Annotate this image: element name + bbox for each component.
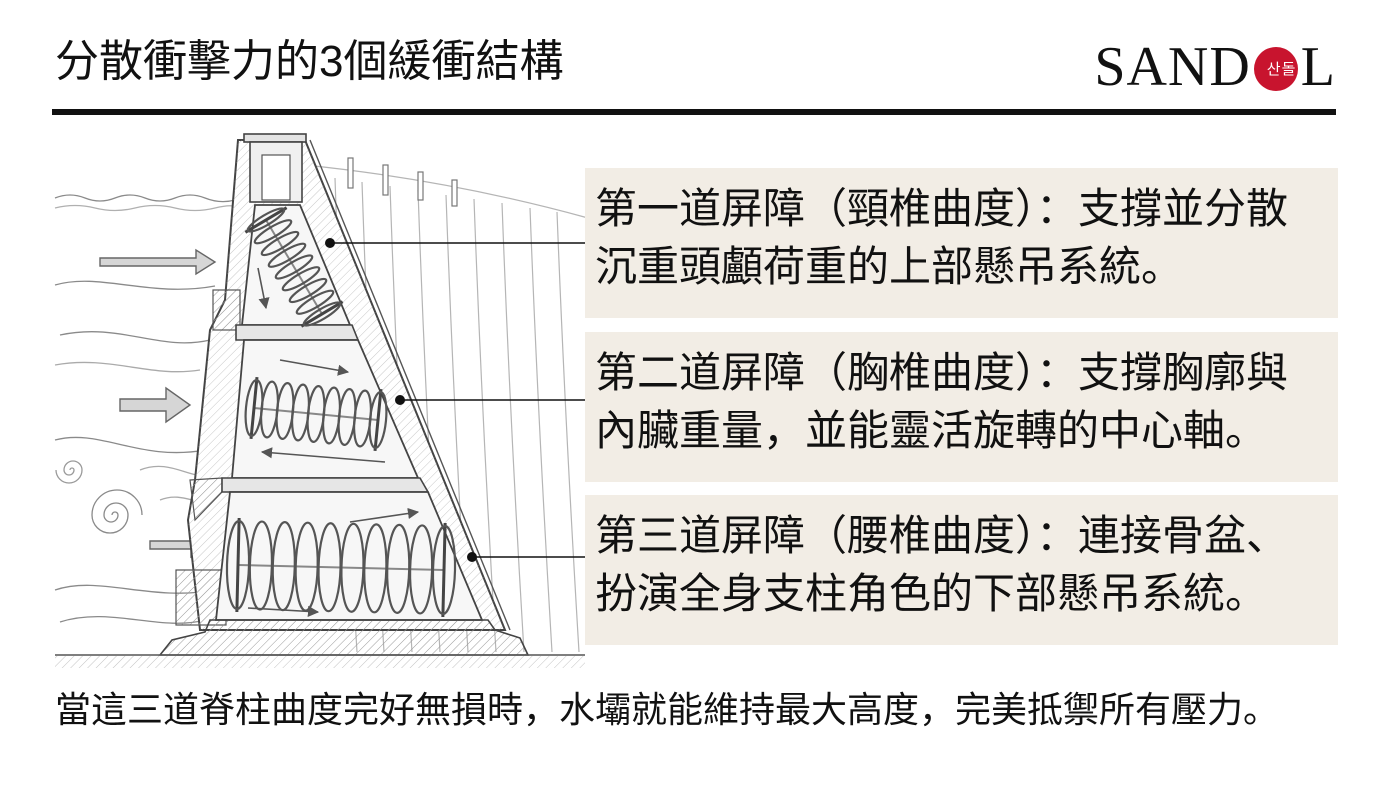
curtain-post xyxy=(383,165,388,195)
water-current xyxy=(55,281,215,289)
logo-seal-text: 산돌 xyxy=(1267,61,1285,77)
separator-plank-1 xyxy=(236,325,358,340)
curtain-posts xyxy=(348,158,457,206)
barrier-card-3: 第三道屏障（腰椎曲度）：連接骨盆、 扮演全身支柱角色的下部懸吊系統。 xyxy=(585,495,1338,645)
ground-hatch xyxy=(55,656,585,668)
water-surface xyxy=(55,195,235,202)
callout-dot-3 xyxy=(467,552,477,562)
dam-illustration xyxy=(50,125,595,675)
dam-top-cap xyxy=(244,134,306,142)
barrier-card-1: 第一道屏障（頸椎曲度）：支撐並分散 沉重頭顱荷重的上部懸吊系統。 xyxy=(585,168,1338,318)
water-current xyxy=(60,332,210,343)
water-swirl xyxy=(56,461,82,483)
logo-text-right: L xyxy=(1301,35,1336,99)
dam-tower-window xyxy=(262,155,290,200)
force-arrow-middle xyxy=(120,388,190,422)
curtain-line xyxy=(530,208,552,652)
callout-dot-1 xyxy=(325,238,335,248)
water-swirl xyxy=(92,490,142,533)
barrier-card-2-line-1: 第二道屏障（胸椎曲度）：支撐胸廓與 xyxy=(595,344,1338,402)
page-title: 分散衝擊力的3個緩衝結構 xyxy=(55,36,563,88)
title-divider xyxy=(52,109,1336,115)
barrier-card-2-line-2: 內臟重量，並能靈活旋轉的中心軸。 xyxy=(595,402,1338,460)
water-surface xyxy=(55,206,240,211)
curtain-post xyxy=(418,172,423,200)
summary-caption: 當這三道脊柱曲度完好無損時，水壩就能維持最大高度，完美抵禦所有壓力。 xyxy=(55,688,1279,732)
barrier-card-1-line-1: 第一道屏障（頸椎曲度）：支撐並分散 xyxy=(595,180,1338,238)
separator-plank-2 xyxy=(222,478,428,492)
curtain-post xyxy=(348,158,353,188)
barrier-card-1-line-2: 沉重頭顱荷重的上部懸吊系統。 xyxy=(595,238,1338,296)
curtain-line xyxy=(557,212,579,652)
dam-side-block xyxy=(213,290,240,330)
curtain-post xyxy=(452,180,457,206)
water-current xyxy=(55,437,205,452)
dam-foundation xyxy=(160,620,528,655)
force-arrow-upper xyxy=(100,250,215,274)
curtain-line xyxy=(502,203,524,652)
water-current xyxy=(55,362,200,371)
brand-logo: SAND 산돌 L xyxy=(1094,38,1336,96)
barrier-card-2: 第二道屏障（胸椎曲度）：支撐胸廓與 內臟重量，並能靈活旋轉的中心軸。 xyxy=(585,332,1338,482)
barrier-card-3-line-2: 扮演全身支柱角色的下部懸吊系統。 xyxy=(595,565,1338,623)
logo-text-left: SAND xyxy=(1094,35,1250,99)
logo-seal: 산돌 xyxy=(1254,47,1298,91)
callout-dot-2 xyxy=(395,395,405,405)
barrier-card-3-line-1: 第三道屏障（腰椎曲度）：連接骨盆、 xyxy=(595,507,1338,565)
